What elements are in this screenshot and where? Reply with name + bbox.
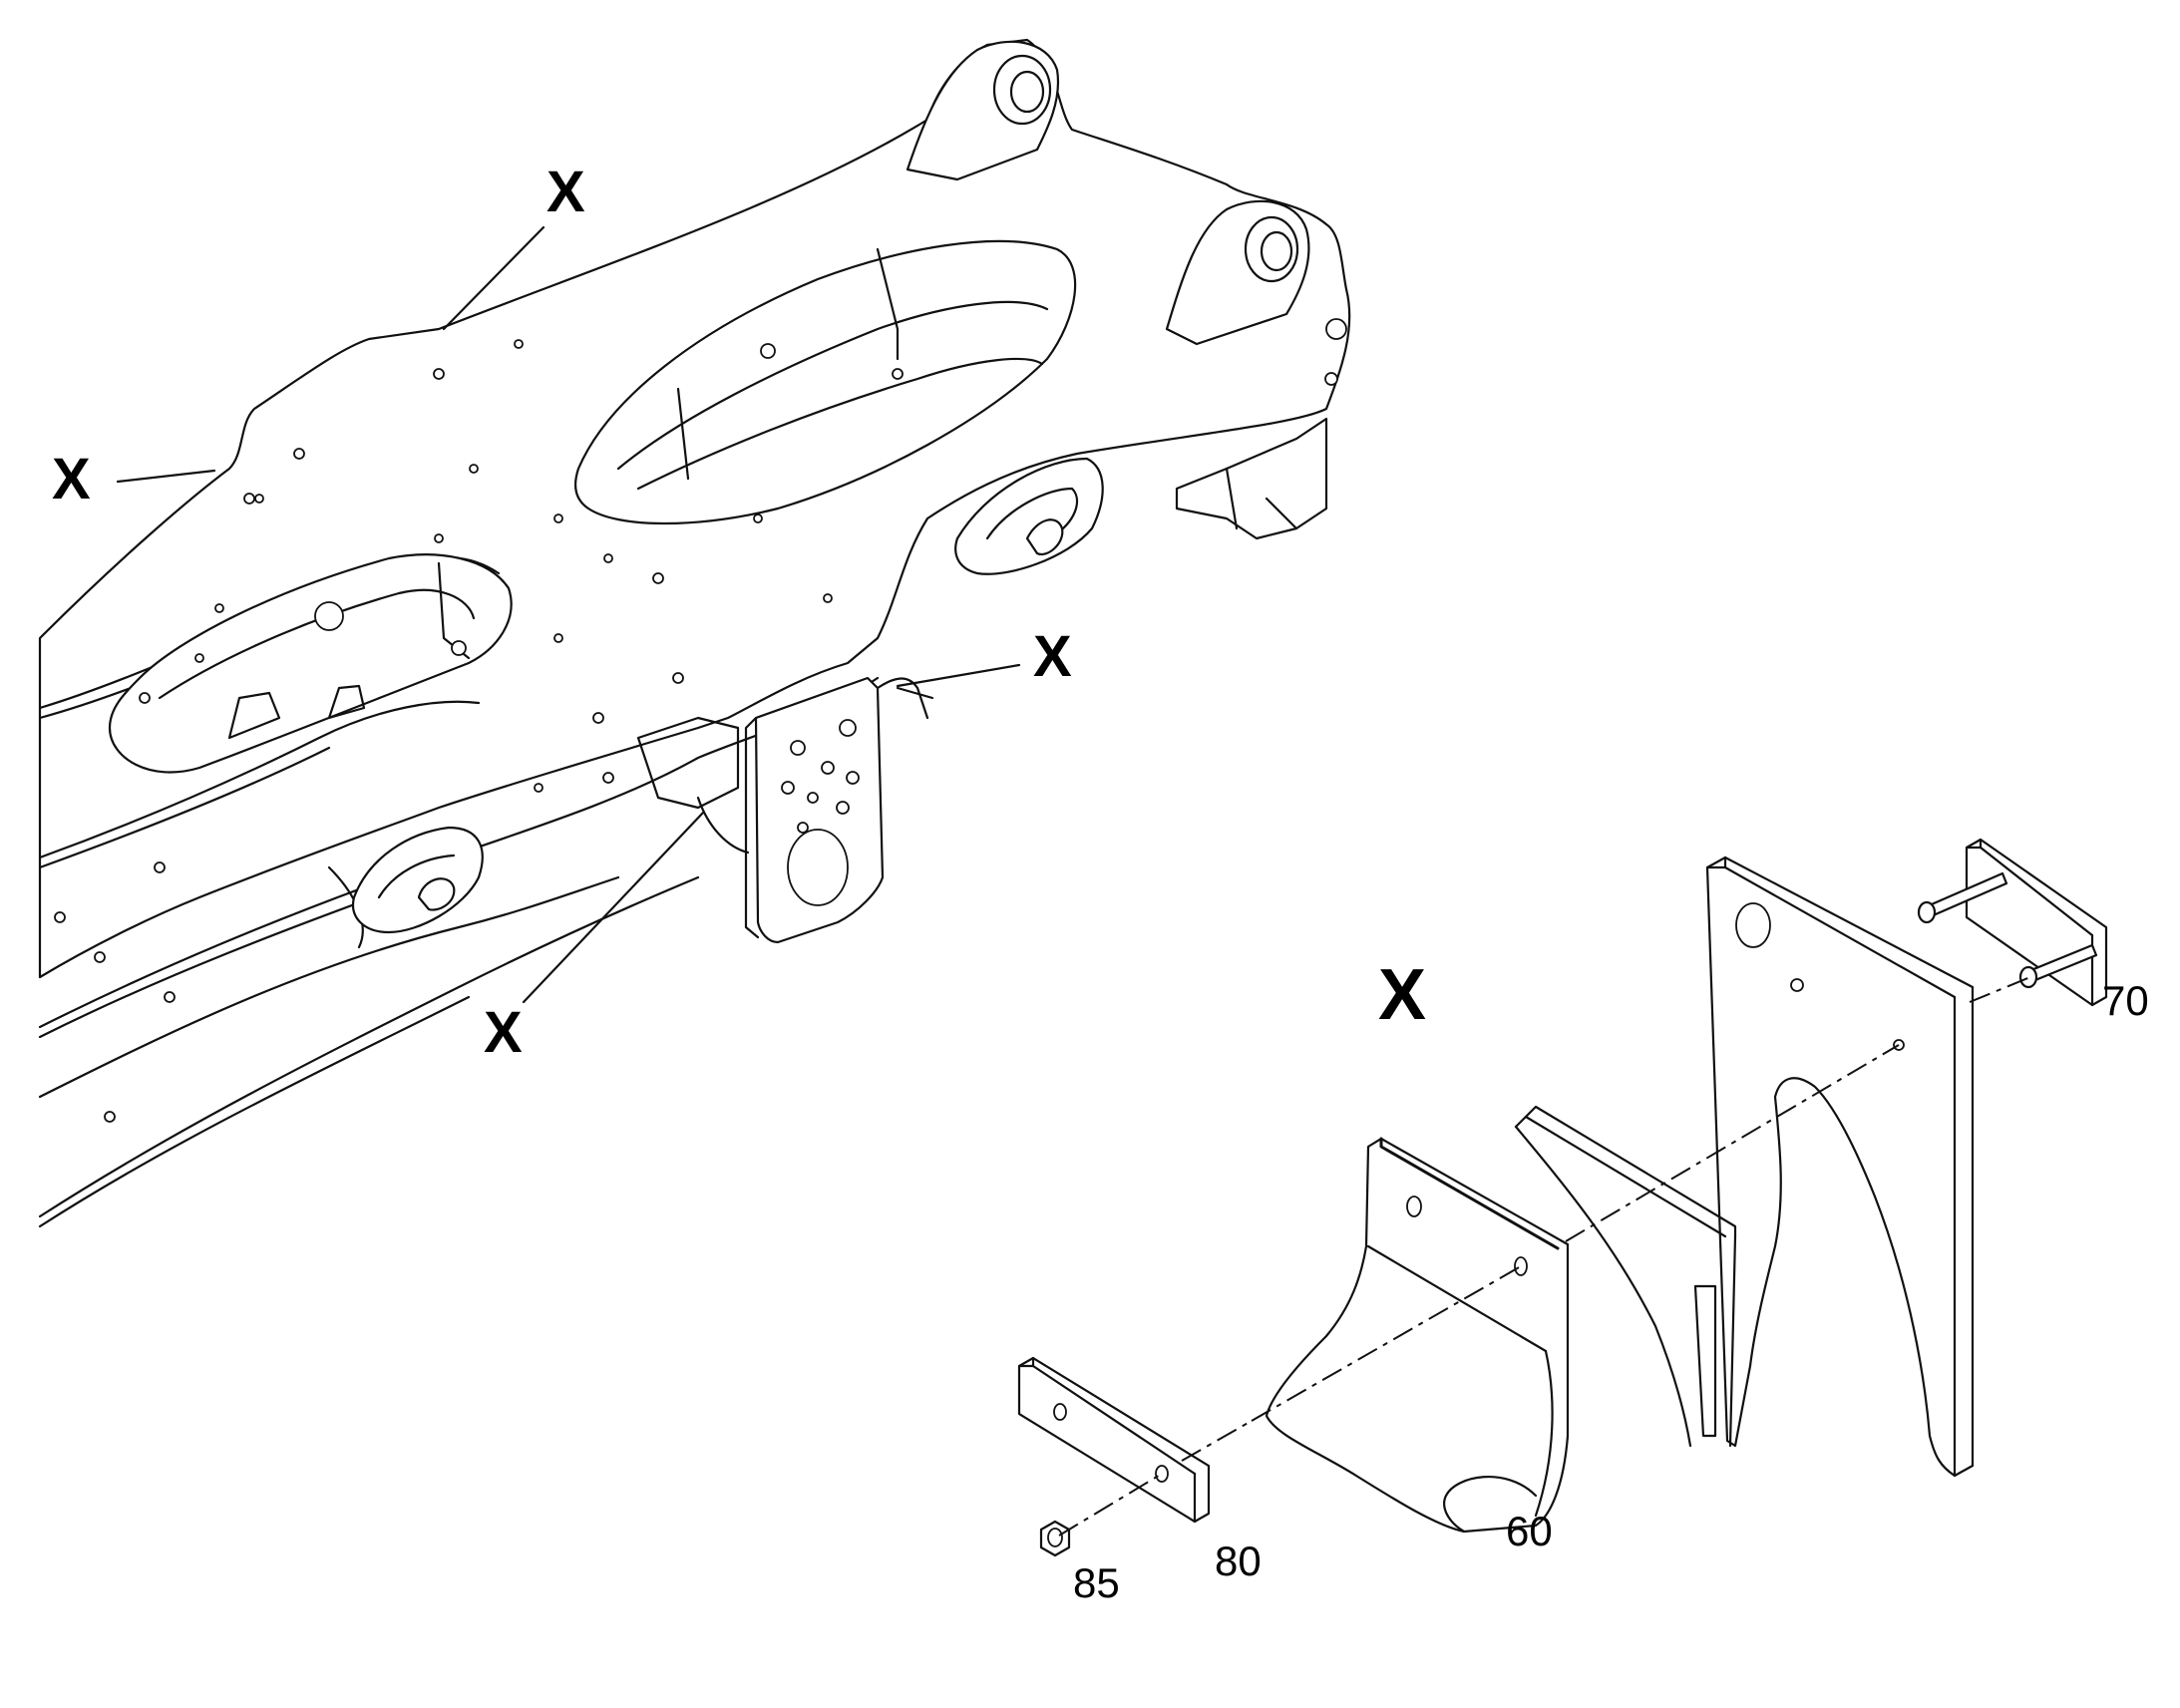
part-60-mudguard xyxy=(1265,1137,1570,1534)
exploded-detail xyxy=(1017,838,2108,1557)
x-callout-detail: X xyxy=(1378,955,1426,1035)
centerline-1 xyxy=(1058,1473,1163,1537)
x-callout-right: X xyxy=(1033,624,1072,689)
x-callout-left: X xyxy=(52,447,91,512)
part-number-70: 70 xyxy=(2102,977,2149,1024)
x-callout-bottom: X xyxy=(484,1000,523,1065)
part-number-85: 85 xyxy=(1073,1559,1120,1606)
centerline-4 xyxy=(1565,1044,1900,1242)
x-callout-top: X xyxy=(546,160,585,224)
x-leader-lines xyxy=(116,225,1021,1004)
part-80-plate xyxy=(1017,1356,1211,1524)
part-number-80: 80 xyxy=(1215,1537,1262,1584)
chassis-frame xyxy=(38,38,1351,1228)
centerline-3 xyxy=(1251,1265,1522,1422)
frame-hole-pattern xyxy=(54,339,833,1123)
part-number-60: 60 xyxy=(1506,1508,1553,1554)
mounting-bracket xyxy=(1514,855,1975,1478)
part-70-stud-plate xyxy=(1917,838,2108,1007)
centerline-2 xyxy=(1181,1420,1253,1462)
centerline-5 xyxy=(1969,976,2031,1003)
part-85-nut xyxy=(1039,1520,1071,1557)
